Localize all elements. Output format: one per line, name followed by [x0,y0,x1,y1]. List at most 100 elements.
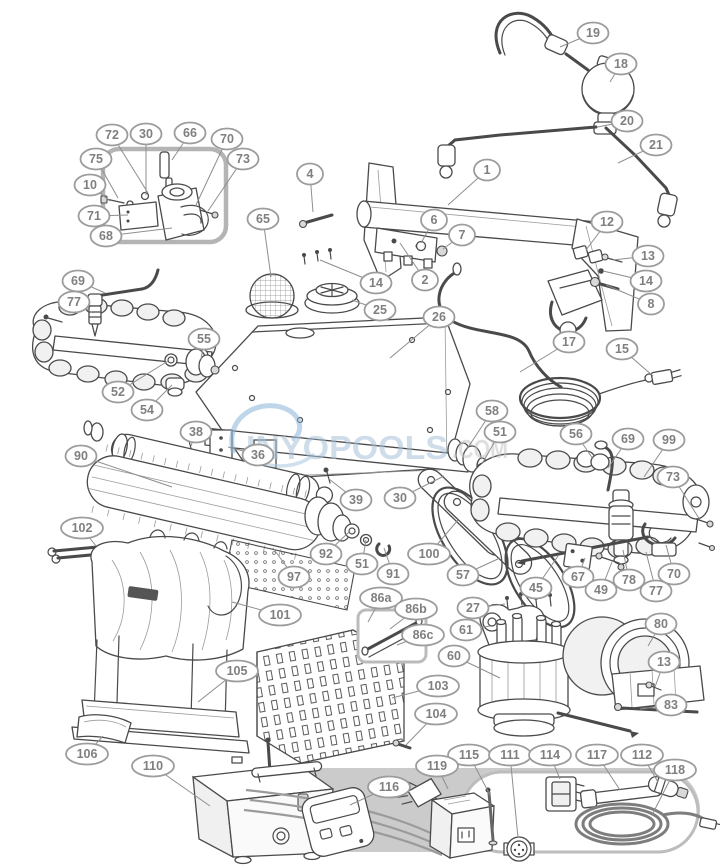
callout-14: 14 [629,269,663,293]
callout-30: 30 [129,122,163,146]
callout-20: 20 [610,109,644,133]
callout-label: 83 [664,698,678,712]
callout-70: 70 [210,127,244,151]
callout-51: 51 [345,552,379,576]
callout-label: 104 [426,707,447,721]
callout-100: 100 [407,542,451,566]
leader-line [80,455,173,488]
callout-label: 70 [220,132,234,146]
motor-assembly [477,592,639,738]
callout-label: 25 [373,303,387,317]
main-body [185,316,495,484]
callout-7: 7 [448,223,476,247]
callout-bubble [422,305,456,329]
callout-label: 75 [89,152,103,166]
callout-4: 4 [296,162,324,186]
callout-97: 97 [277,565,311,589]
callout-6: 6 [420,208,448,232]
charger-plug [396,777,442,808]
callout-label: 27 [466,601,480,615]
callout-label: 60 [447,649,461,663]
callout-label: 13 [641,249,655,263]
callout-69: 69 [611,427,645,451]
callout-bubble [60,516,104,540]
callout-label: 78 [622,573,636,587]
callout-label: 10 [83,178,97,192]
callout-label: 103 [428,679,449,693]
watermark-brand: INYOPOOLS [246,429,448,466]
callout-52: 52 [101,380,135,404]
carry-handle [251,761,323,778]
callout-label: 36 [251,448,265,462]
callout-label: 39 [349,493,363,507]
callout-68: 68 [89,224,123,248]
callout-label: 77 [67,295,81,309]
callout-bubble [449,618,483,642]
callout-bubble [590,210,624,234]
callout-label: 18 [614,57,628,71]
callout-25: 25 [363,298,397,322]
callout-bubble [631,244,665,268]
callout-bubble [129,122,163,146]
callout-bubble [367,775,411,799]
leader-line [195,138,228,206]
callout-116: 116 [367,775,411,799]
callout-bubble [584,578,618,602]
callout-label: 69 [621,432,635,446]
cable-connector [647,775,689,799]
callout-111: 111 [488,743,532,767]
callout-bubble [657,562,691,586]
callout-54: 54 [130,398,164,422]
panel-screw [392,739,400,747]
callout-bubble [639,133,673,157]
bag-body [90,535,250,661]
callout-label: 90 [74,449,88,463]
callout-75: 75 [79,147,113,171]
callout-bubble [101,380,135,404]
washer [415,240,427,252]
callout-106: 106 [65,742,109,766]
callout-label: 7 [459,228,466,242]
callout-label: 1 [484,163,491,177]
callout-label: 51 [355,557,369,571]
callout-bubble [414,702,458,726]
pin [298,219,308,229]
callout-83: 83 [654,693,688,717]
callout-bubble [73,173,107,197]
callout-bubble [656,465,690,489]
callout-label: 69 [71,274,85,288]
callout-label: 91 [386,567,400,581]
callout-label: 99 [662,433,676,447]
callout-99: 99 [652,428,686,452]
callout-bubble [64,444,98,468]
callout-105: 105 [215,659,259,683]
callout-label: 73 [666,470,680,484]
callout-103: 103 [416,674,460,698]
callout-119: 119 [415,754,459,778]
top-small-parts [298,213,623,291]
callout-bubble [359,271,393,295]
callout-label: 92 [319,547,333,561]
callout-bubble [345,552,379,576]
callout-57: 57 [446,563,480,587]
callout-label: 86a [371,591,393,605]
callout-bubble [416,674,460,698]
callout-label: 30 [393,491,407,505]
callout-70: 70 [657,562,691,586]
callout-bubble [241,443,275,467]
rope-clamp [544,34,569,56]
callout-12: 12 [590,210,624,234]
callout-bubble [415,754,459,778]
callout-56: 56 [559,422,593,446]
callout-bubble [187,327,221,351]
callout-102: 102 [60,516,104,540]
callout-bubble [57,290,91,314]
callout-bubble [258,603,302,627]
callout-bubble [654,693,688,717]
bag-label [127,586,159,601]
callout-30: 30 [383,486,417,510]
callout-label: 8 [648,297,655,311]
